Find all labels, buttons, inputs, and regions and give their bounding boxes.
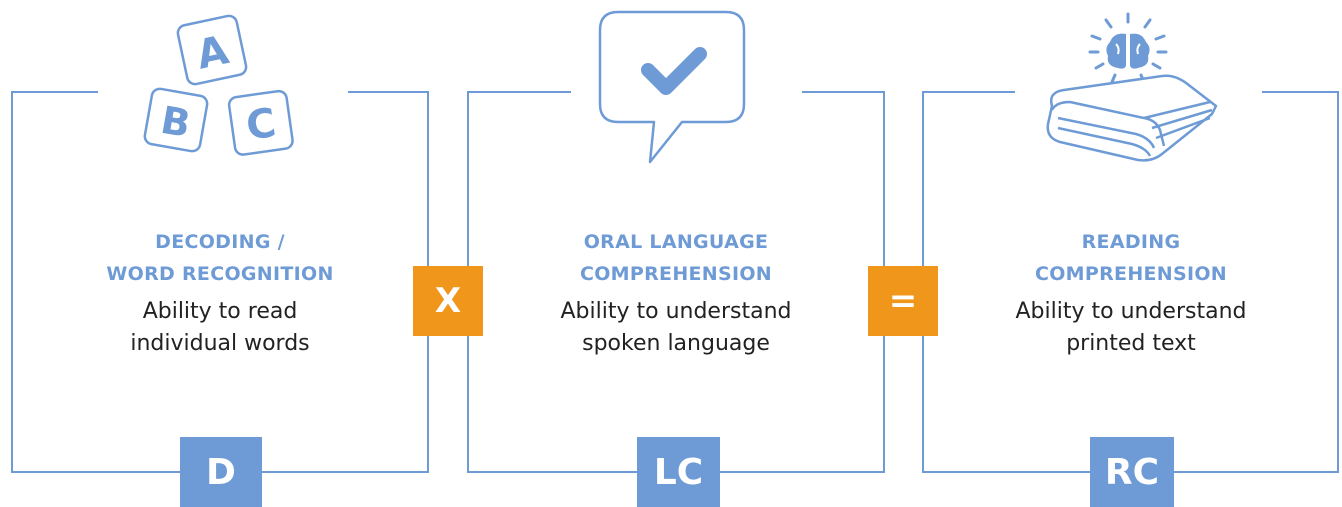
panel-reading-comprehension: READING COMPREHENSION Ability to underst… (981, 226, 1281, 360)
heading-line: COMPREHENSION (1034, 263, 1228, 285)
tag-d: D (180, 437, 262, 507)
abc-blocks-icon: A B C (143, 14, 294, 156)
heading-line: READING (1081, 231, 1181, 253)
panel-oral-language-heading: ORAL LANGUAGE COMPREHENSION (526, 226, 826, 290)
heading-line: COMPREHENSION (579, 263, 773, 285)
panel-decoding: DECODING / WORD RECOGNITION Ability to r… (70, 226, 370, 360)
tag-rc: RC (1090, 437, 1174, 507)
panel-decoding-description: Ability to read individual words (70, 296, 370, 360)
speech-bubble-check-icon (598, 10, 746, 164)
tag-lc: LC (637, 437, 720, 507)
panel-reading-heading: READING COMPREHENSION (981, 226, 1281, 290)
panel-reading-description: Ability to understand printed text (981, 296, 1281, 360)
book-brain-icon (1046, 12, 1218, 162)
description-line: Ability to understand (1015, 299, 1247, 324)
description-line: Ability to understand (560, 299, 792, 324)
block-c-letter: C (243, 100, 278, 150)
panel-oral-language: ORAL LANGUAGE COMPREHENSION Ability to u… (526, 226, 826, 360)
panel-oral-language-description: Ability to understand spoken language (526, 296, 826, 360)
panel-decoding-heading: DECODING / WORD RECOGNITION (70, 226, 370, 290)
description-line: printed text (1066, 331, 1196, 356)
equals-operator: = (868, 266, 938, 336)
heading-line: DECODING / (155, 231, 285, 253)
heading-line: ORAL LANGUAGE (583, 231, 769, 253)
multiply-operator: X (413, 266, 483, 336)
description-line: individual words (130, 331, 310, 356)
description-line: spoken language (582, 331, 770, 356)
description-line: Ability to read (142, 299, 298, 324)
heading-line: WORD RECOGNITION (106, 263, 334, 285)
